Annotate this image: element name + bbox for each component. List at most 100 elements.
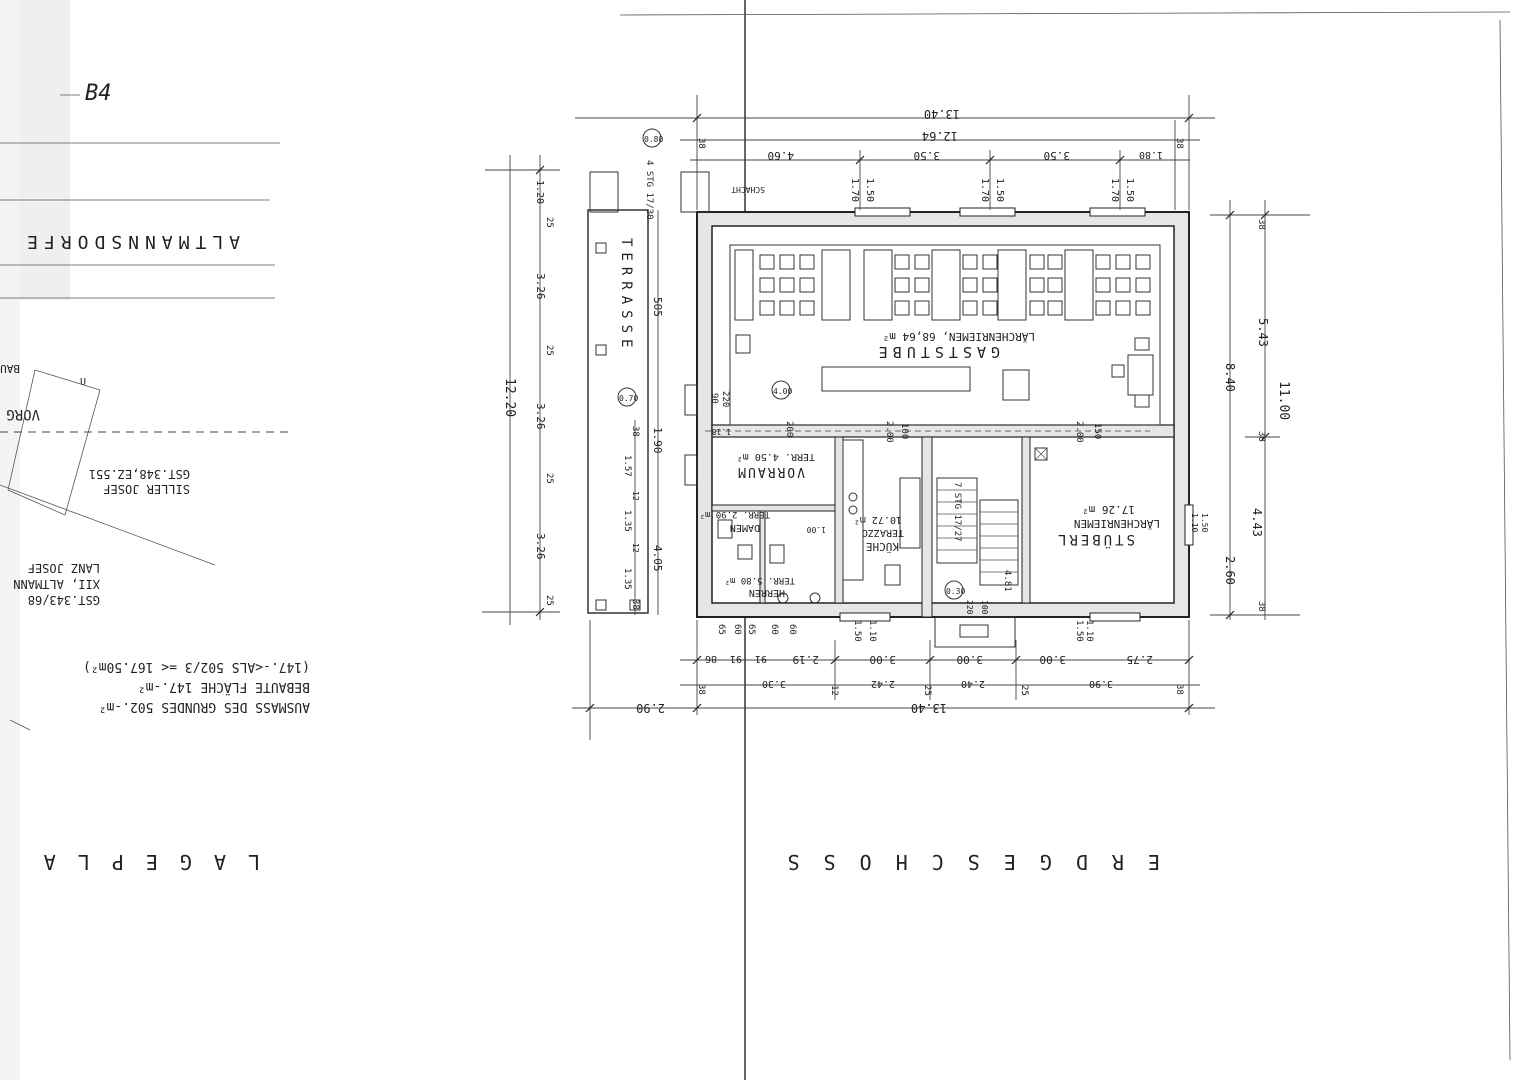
dim-bottom3: 25 — [922, 685, 932, 696]
level-text: 4.00 — [773, 387, 792, 396]
room-gaststube: GASTSTUBE — [874, 343, 1000, 361]
dim-window-side: 1.50 — [1200, 513, 1209, 532]
urinal — [777, 592, 789, 604]
stove-burner — [848, 505, 858, 515]
window — [1089, 612, 1141, 622]
owner2-name: LANZ JOSEF — [28, 561, 100, 575]
label-stufen: 4 STG 17/30 — [644, 160, 654, 220]
site-plan-title: LAGEPLA — [22, 850, 260, 874]
side-step — [684, 454, 698, 486]
interior — [711, 225, 1175, 604]
fridge — [884, 564, 901, 586]
label-schacht: SCHACHT — [731, 185, 765, 194]
dim-left-seg: 3.26 — [534, 533, 547, 560]
dim-left-total: 12.20 — [502, 378, 517, 417]
dim-left-seg: 25 — [544, 217, 554, 228]
stair-flight — [936, 477, 978, 564]
interior-wall-stueberl — [1021, 436, 1031, 604]
chair — [1134, 394, 1150, 408]
window — [959, 207, 1016, 217]
urinal — [809, 592, 821, 604]
dim-bottom2: 3.00 — [957, 653, 984, 666]
column — [595, 599, 607, 611]
floor-plan-title: ERDGESCHOSS — [764, 850, 1160, 874]
owner1-parcel: GST.348,EZ.551 — [89, 467, 190, 481]
toilet — [717, 519, 733, 539]
room-vorraum: VORRAUM — [736, 464, 805, 479]
level-marker — [944, 580, 964, 600]
room-kueche: KÜCHE — [866, 540, 899, 553]
stair-flight — [979, 499, 1019, 586]
dim-door: 1.00 — [807, 525, 826, 534]
neighbor-fragment-vorg: VORG — [6, 406, 40, 422]
neighbor-fragment-bau: BAU — [0, 362, 20, 375]
dim-bottom3: 2.42 — [871, 678, 895, 689]
toilet — [769, 544, 785, 564]
side-step — [684, 384, 698, 416]
kitchen-counter — [842, 439, 864, 581]
table — [1064, 249, 1094, 321]
dim-top-seg: 3.50 — [914, 149, 941, 162]
chimney-symbol — [1034, 447, 1048, 461]
dim-right-seg: 4.43 — [1250, 508, 1264, 537]
table — [931, 249, 961, 321]
owner1-name: SILLER JOSEF — [103, 482, 190, 496]
gaststube-seating — [734, 249, 1154, 408]
dim-right-total: 11.00 — [1276, 381, 1291, 420]
dim-bottom1: 65 — [746, 624, 756, 635]
dim-top-total: 13.40 — [924, 107, 960, 121]
sheet-border-top — [619, 11, 1511, 16]
window — [854, 207, 911, 217]
room-kueche-floor: TERAZZO — [862, 527, 904, 538]
dim-right-seg: 5.43 — [1256, 318, 1270, 347]
chair — [1111, 364, 1125, 378]
dim-door: 100 — [980, 600, 989, 615]
dim-inner-left: 1.35 — [622, 568, 632, 590]
dim-inner-left: 505 — [651, 297, 664, 317]
dim-bottom1: 1.50 — [852, 620, 862, 642]
village-name: ALTMANNSDORFE — [21, 231, 240, 252]
dim-left-seg: 3.26 — [534, 403, 547, 430]
table — [997, 249, 1027, 321]
column — [595, 344, 607, 356]
dim-bottom3: 12 — [829, 685, 839, 696]
room-stueberl: STÜBERL — [1055, 531, 1135, 549]
parcel-boundary — [0, 484, 216, 566]
interior-wall-horizontal — [711, 424, 1175, 438]
dim-inner-left: 38 — [630, 599, 640, 610]
room-kueche-area: 10.72 m² — [854, 514, 902, 525]
dim-top-seg: 3.50 — [1044, 149, 1071, 162]
level-marker — [617, 387, 637, 407]
dim-top-wall: 38 — [696, 138, 706, 149]
dim-door: 1.18 — [712, 427, 731, 436]
dimension-lines — [482, 95, 1310, 740]
level-marker — [642, 128, 662, 148]
level-text: 0.80 — [644, 135, 663, 144]
dim-left-seg: 25 — [544, 595, 554, 606]
interior-wall-stair — [921, 436, 933, 618]
neighbor-fragment-u: U — [80, 377, 86, 388]
area-built: BEBAUTE FLÄCHE 147.-m² — [138, 679, 310, 695]
dim-bottom1: 60 — [769, 624, 779, 635]
room-damen-area: TERR. 2.90 m² — [700, 509, 770, 519]
dim-bottom2: 2.75 — [1127, 653, 1154, 666]
site-mark — [9, 719, 31, 731]
dim-door: 150 — [1092, 423, 1102, 439]
interior-wall-kitchen — [834, 436, 844, 604]
entrance-step — [934, 616, 1016, 648]
dim-left-seg: 1.20 — [534, 180, 545, 204]
dim-window: 1.50 — [994, 178, 1005, 202]
dim-top-wall: 38 — [1174, 138, 1184, 149]
dim-bottom1: 1.10 — [1084, 620, 1094, 642]
dim-right-seg: 8.40 — [1223, 363, 1237, 392]
dim-window: 1.50 — [1124, 178, 1135, 202]
table — [821, 249, 851, 321]
dim-bottom2: 91 — [755, 653, 767, 664]
neighbor-parcel — [7, 369, 101, 516]
room-damen: DAMEN — [730, 522, 760, 533]
bench-outline — [729, 244, 1161, 426]
dim-window: 1.50 — [864, 178, 875, 202]
dim-bottom2: 86 — [705, 653, 717, 664]
chair — [1134, 337, 1150, 351]
dim-bottom3: 3.30 — [762, 678, 786, 689]
